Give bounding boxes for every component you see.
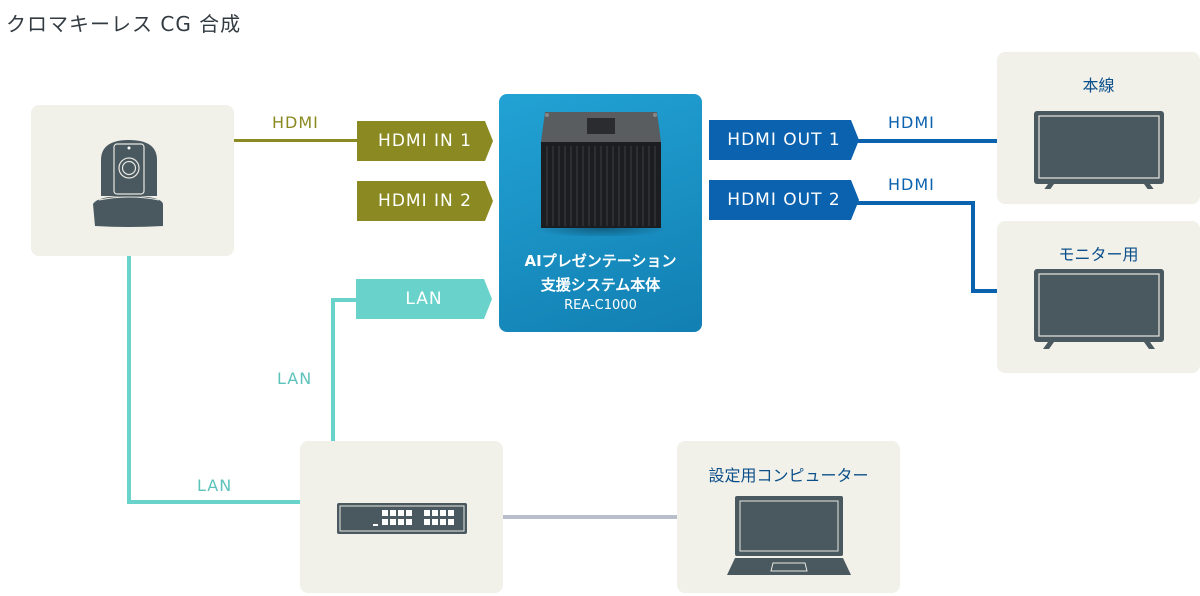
- hdmi-in-2-port[interactable]: HDMI IN 2: [357, 181, 493, 221]
- hdmi-out-2-port[interactable]: HDMI OUT 2: [709, 180, 859, 220]
- camera-lan-label: LAN: [197, 476, 233, 495]
- pc-cable: [502, 515, 679, 519]
- out1-hdmi-cable: [857, 139, 998, 143]
- out2-hdmi-cable-v: [971, 201, 975, 293]
- camera-hdmi-label: HDMI: [272, 113, 319, 132]
- monitor-label: モニター用: [1058, 245, 1139, 264]
- main-unit-name-line1: AIプレゼンテーション: [524, 252, 677, 270]
- switch-lan-label: LAN: [277, 369, 313, 388]
- main-line-display[interactable]: 本線: [997, 52, 1200, 204]
- camera-lan-cable-vertical: [127, 256, 131, 503]
- page-title: クロマキーレス CG 合成: [6, 12, 242, 36]
- out2-hdmi-cable-h1: [857, 201, 975, 205]
- main-line-label: 本線: [1082, 76, 1115, 95]
- tv-icon: [1034, 269, 1164, 349]
- sony-device-image: [537, 112, 665, 236]
- monitor-display[interactable]: モニター用: [997, 221, 1200, 373]
- setup-computer[interactable]: 設定用コンピューター: [677, 441, 900, 593]
- hdmi-out-1-port[interactable]: HDMI OUT 1: [709, 120, 859, 160]
- laptop-icon: [727, 496, 851, 575]
- ptz-camera-icon: [93, 140, 163, 227]
- network-switch-icon: [337, 503, 467, 534]
- main-unit-model: REA-C1000: [564, 298, 637, 313]
- tv-icon: [1034, 111, 1164, 189]
- hdmi-in-1-port[interactable]: HDMI IN 1: [357, 121, 493, 161]
- lan-port[interactable]: LAN: [356, 279, 492, 319]
- out2-hdmi-cable-h2: [971, 289, 998, 293]
- switch-lan-cable-vertical: [331, 298, 335, 442]
- camera-hdmi-cable: [234, 139, 358, 142]
- out1-hdmi-label: HDMI: [888, 113, 935, 132]
- camera-device[interactable]: [31, 105, 234, 256]
- camera-lan-cable-horizontal: [127, 500, 302, 504]
- network-switch[interactable]: [300, 441, 503, 593]
- setup-computer-label: 設定用コンピューター: [708, 466, 869, 485]
- main-unit[interactable]: AIプレゼンテーション 支援システム本体 REA-C1000: [499, 94, 702, 332]
- out2-hdmi-label: HDMI: [888, 175, 935, 194]
- switch-lan-cable-horizontal: [331, 298, 358, 302]
- main-unit-name-line2: 支援システム本体: [540, 276, 661, 294]
